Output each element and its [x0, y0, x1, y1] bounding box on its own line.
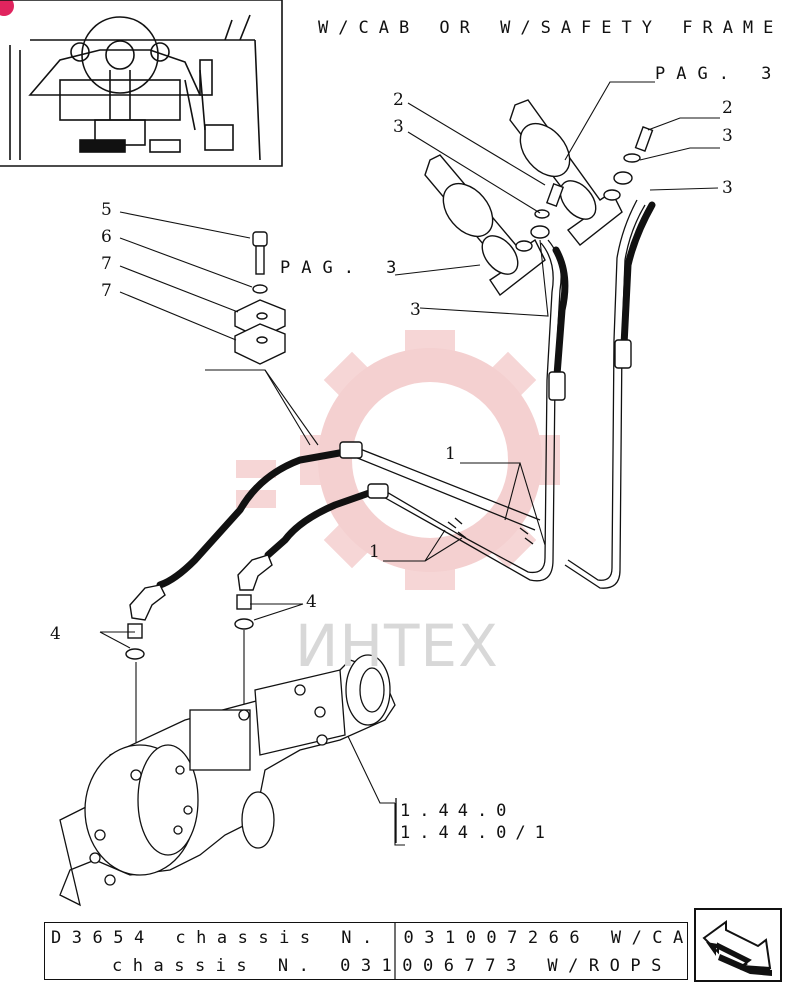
rear-axle-housing — [59, 654, 396, 907]
callout-7a: 7 — [101, 254, 112, 274]
next-page-button[interactable] — [694, 908, 782, 982]
brake-hoses — [156, 201, 656, 589]
clamp-assembly — [234, 231, 286, 365]
assembly-ref-2: 1.44.0/1 — [400, 823, 554, 843]
assembly-reference-block: 1.44.0 1.44.0/1 — [400, 800, 554, 844]
footer-line-2: chassis N. 031006773 W/ROPS — [112, 956, 672, 976]
page-ref-left: PAG. 3 — [280, 258, 408, 278]
page-ref-right: PAG. 3 — [655, 64, 783, 84]
callout-5: 5 — [101, 200, 112, 220]
callout-7b: 7 — [101, 281, 112, 301]
page-title: W/CAB OR W/SAFETY FRAME — [318, 18, 784, 38]
banjo-fittings — [515, 126, 654, 252]
watermark-text: ИНТЕХ — [295, 612, 499, 680]
callout-2a: 2 — [393, 90, 404, 110]
callout-2b: 2 — [722, 98, 733, 118]
badge-icon — [0, 0, 14, 16]
hose-end-fittings — [125, 339, 632, 660]
callout-1b: 1 — [369, 542, 380, 562]
brake-master-cylinders — [424, 99, 623, 297]
callout-4a: 4 — [306, 592, 317, 612]
assembly-ref-1: 1.44.0 — [400, 801, 516, 821]
leader-lines — [99, 81, 720, 846]
cab-inset — [0, 0, 283, 167]
footer-frame — [44, 922, 688, 980]
next-page-arrow-icon — [702, 920, 772, 976]
callout-4b: 4 — [50, 624, 61, 644]
callout-1a: 1 — [445, 444, 456, 464]
callout-3d: 3 — [722, 178, 733, 198]
callout-6: 6 — [101, 227, 112, 247]
callout-3a: 3 — [393, 117, 404, 137]
footer-line-1: D3654 chassis N. 031007266 W/CAB — [51, 928, 715, 948]
callout-3b: 3 — [410, 300, 421, 320]
callout-3c: 3 — [722, 126, 733, 146]
pipe-break-marks — [447, 517, 534, 545]
